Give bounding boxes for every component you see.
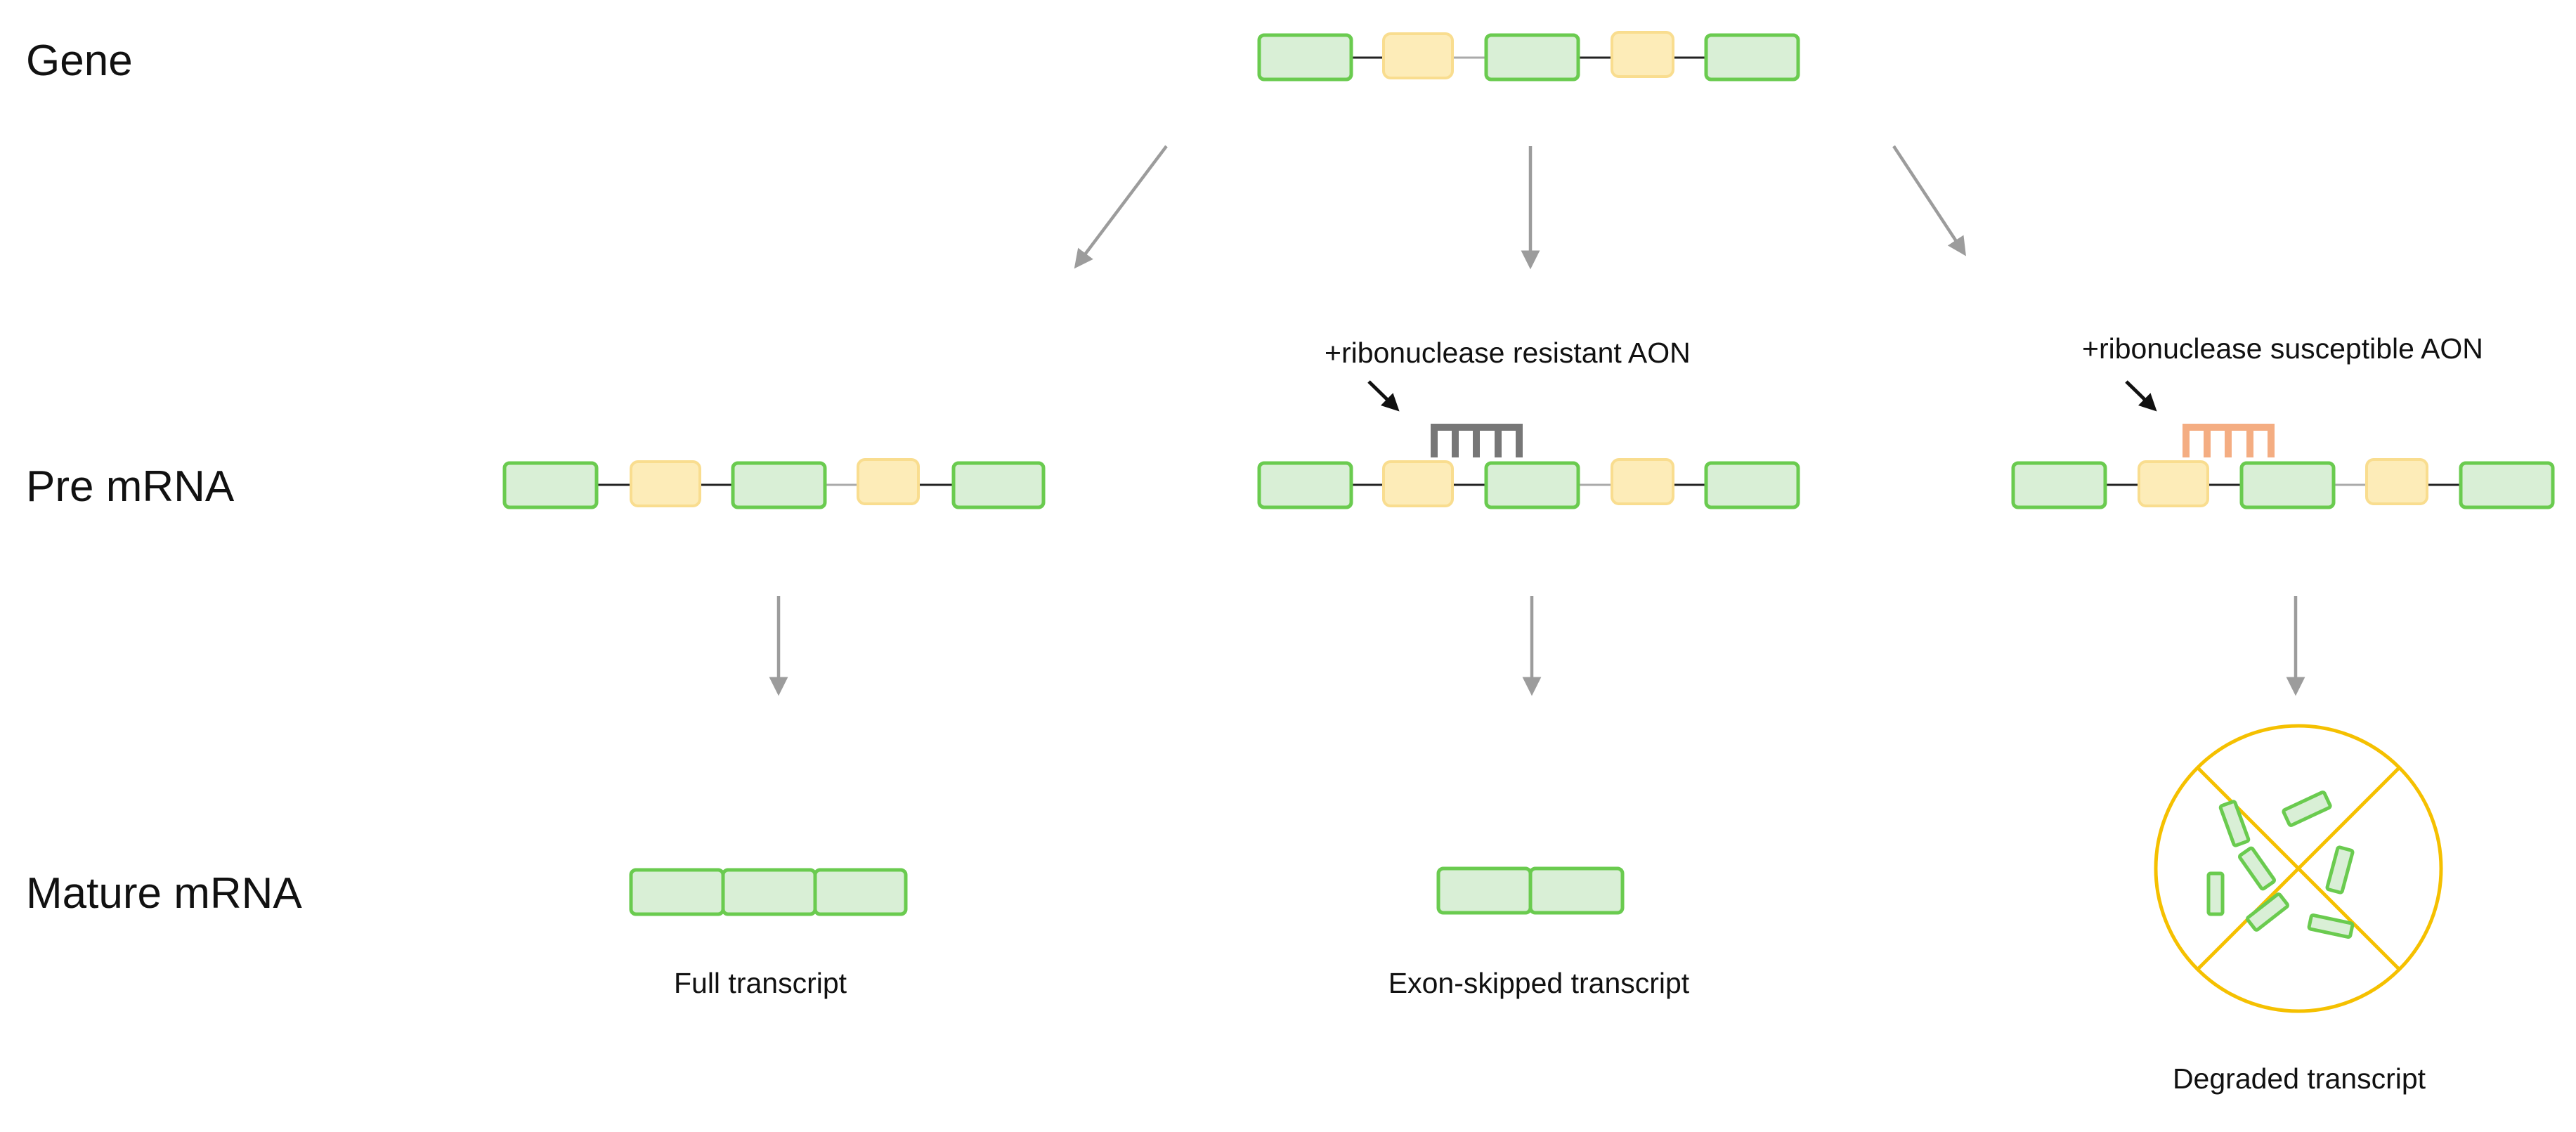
arrow-to-left-branch [1074,145,1168,269]
exon-green [1484,461,1580,509]
pre-mrna-middle [1257,458,1800,509]
exon-yellow [1611,458,1674,505]
exon-yellow [1611,31,1674,78]
exon-green [1436,866,1533,915]
fragment [2325,845,2355,894]
exon-green [629,868,725,916]
aon-base [2268,424,2275,457]
row-label-gene: Gene [26,37,133,85]
susceptible-aon-pointer [2125,380,2157,412]
exon-green [2239,461,2336,509]
exon-green [731,461,827,509]
exon-yellow [1382,32,1454,79]
fragment [2206,871,2225,916]
fragment [2282,791,2332,827]
full-transcript-label: Full transcript [674,967,847,999]
fragment [2218,800,2251,847]
exon-green [1257,33,1353,82]
degraded-transcript [2154,724,2443,1013]
exon-green [1528,866,1625,915]
resistant-aon-label: +ribonuclease resistant AON [1325,337,1691,369]
resistant-aon-pointer [1367,380,1400,412]
exon-green [1704,33,1800,82]
fragment [2238,846,2276,891]
pre-mrna-left [502,458,1046,509]
fragment [2307,913,2355,939]
exon-skipped-transcript [1436,866,1625,915]
aon-base [1431,424,1438,457]
exon-green [502,461,599,509]
pre-mrna-right [2011,458,2555,509]
exon-green [2459,461,2555,509]
exon-green [721,868,817,916]
exon-yellow [630,460,701,507]
exon-yellow [857,458,920,505]
resistant-aon [1431,424,1523,457]
arrow-to-right-branch [1892,145,1966,256]
aon-base [1473,424,1480,457]
degradation-cross-line [2196,766,2401,971]
exon-yellow [2138,460,2209,507]
aon-base [2204,424,2211,457]
susceptible-aon-label: +ribonuclease susceptible AON [2082,332,2483,365]
exon-yellow [1382,460,1454,507]
row-label-pre-mrna: Pre mRNA [26,462,235,511]
exon-green [2011,461,2107,509]
fragment [2246,892,2289,932]
gene-strand [1257,31,1800,82]
exon-green [1257,461,1353,509]
exon-green [1704,461,1800,509]
exon-skipped-transcript-label: Exon-skipped transcript [1388,967,1690,999]
exon-green [813,868,908,916]
aon-base [2246,424,2253,457]
aon-base [2183,424,2190,457]
degradation-circle [2154,724,2443,1013]
aon-base [1516,424,1523,457]
aon-base [2225,424,2232,457]
exon-green [1484,33,1580,82]
degraded-transcript-label: Degraded transcript [2173,1062,2426,1095]
aon-base [1452,424,1459,457]
exon-green [951,461,1046,509]
aon-base [1495,424,1502,457]
row-label-mature-mrna: Mature mRNA [26,869,302,918]
susceptible-aon [2183,424,2275,457]
exon-yellow [2365,458,2428,505]
full-transcript [629,868,908,916]
